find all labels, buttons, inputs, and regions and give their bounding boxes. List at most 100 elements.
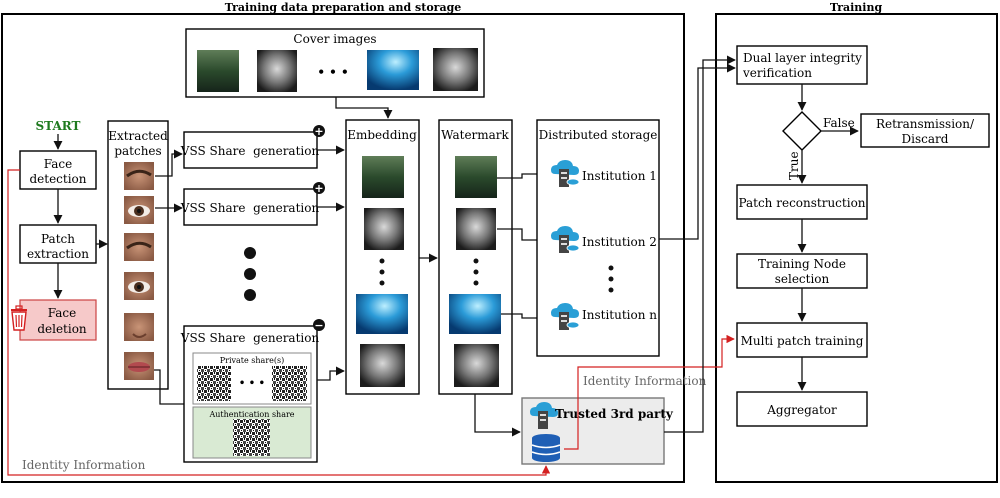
- prep-section-frame: [1, 13, 685, 483]
- patch-eye-2: [124, 272, 154, 300]
- identity-info-top-label: Identity Information: [583, 374, 707, 388]
- cloud-server-icon: [551, 303, 580, 330]
- cover-image-forest: [197, 50, 239, 92]
- minus-icon: [313, 319, 325, 331]
- retransmission-label-2: Discard: [902, 132, 949, 146]
- wm-to-trusted-arrow: [474, 394, 521, 437]
- storage-dot-3: [608, 287, 614, 293]
- cover-image-xray-1: [257, 50, 297, 92]
- extracted-patches-label: Extracted: [108, 129, 168, 143]
- database-icon: [531, 434, 561, 462]
- storage-dot-1: [608, 265, 614, 271]
- patch-reconstruction-box: [736, 184, 868, 220]
- false-label: False: [823, 116, 855, 130]
- plus-icon: [313, 125, 325, 137]
- patch-reconstruction-label: Patch reconstruction: [738, 196, 865, 210]
- patch1-to-vss1-arrow: [155, 149, 183, 177]
- training-node-box: [736, 253, 868, 289]
- plus-symbol-1: +: [314, 125, 323, 138]
- embedding-dot-2: [379, 269, 385, 275]
- vertical-dot-1: [244, 247, 256, 259]
- patch-eyebrow-1: [124, 162, 154, 190]
- trusted-third-party-label: Trusted 3rd party: [555, 407, 674, 421]
- distributed-storage-label: Distributed storage: [539, 128, 658, 142]
- cover-images-ellipsis: • • •: [317, 65, 348, 79]
- retransmission-label: Retransmission/: [876, 117, 975, 131]
- watermark-image-ocean: [449, 294, 501, 334]
- watermark-image-xray-1: [456, 208, 496, 250]
- identity-info-bottom-label: Identity Information: [22, 458, 146, 472]
- watermark-dot-2: [473, 269, 479, 275]
- cloud-server-icon: [551, 160, 580, 187]
- vss3-to-embed-arrow: [317, 366, 345, 381]
- patch-extraction-label: Patch: [41, 232, 75, 246]
- multi-patch-label: Multi patch training: [741, 334, 864, 348]
- institution-n-label: Institution n: [582, 308, 657, 322]
- private-share-ellipsis: • • •: [239, 378, 265, 389]
- cover-image-xray-2: [433, 48, 478, 91]
- plus-symbol-2: +: [314, 182, 323, 195]
- patch-extraction-label-2: extraction: [27, 247, 89, 261]
- private-share-qr-2: [272, 366, 307, 401]
- identity-line-bottom: [7, 169, 551, 476]
- storage-to-dual-arrow-1: [659, 63, 736, 240]
- face-detection-label: Face: [44, 157, 73, 171]
- dual-layer-label-2: verification: [742, 66, 812, 80]
- embedding-dot-3: [379, 280, 385, 286]
- patch-eye-1: [124, 196, 154, 224]
- patch-eyebrow-2: [124, 233, 154, 261]
- aggregator-box: [736, 391, 868, 427]
- watermark-image-forest: [455, 156, 497, 198]
- face-deletion-label-2: deletion: [37, 322, 87, 336]
- embedding-image-xray-2: [360, 344, 405, 387]
- vertical-dot-2: [244, 268, 256, 280]
- institution-1-label: Institution 1: [582, 169, 657, 183]
- watermark-dot-1: [473, 258, 479, 264]
- cover-to-embed-arrow: [335, 97, 393, 119]
- face-detection-box: [19, 150, 97, 190]
- prep-section-title: Training data preparation and storage: [225, 1, 462, 14]
- vss-share-3-label: VSS Share generation: [180, 331, 320, 345]
- embedding-image-xray-1: [364, 208, 404, 250]
- institution-2-label: Institution 2: [582, 235, 657, 249]
- training-section-title: Training: [830, 1, 883, 14]
- embedding-dot-1: [379, 258, 385, 264]
- face-deletion-label: Face: [48, 306, 77, 320]
- storage-dot-2: [608, 276, 614, 282]
- start-label: START: [36, 119, 81, 133]
- patch-nose: [124, 313, 154, 341]
- authentication-share-label: Authentication share: [208, 410, 294, 419]
- training-node-label-2: selection: [775, 272, 830, 286]
- watermark-label: Watermark: [441, 128, 509, 142]
- decision-diamond: [782, 111, 822, 151]
- patch6-to-shares-arrow: [154, 369, 193, 409]
- face-detection-label-2: detection: [29, 172, 86, 186]
- dual-layer-label: Dual layer integrity: [743, 51, 862, 65]
- cover-images-label: Cover images: [293, 32, 376, 46]
- extracted-patches-label-2: patches: [114, 144, 161, 158]
- watermark-image-xray-2: [454, 344, 499, 387]
- patch-lips: [124, 352, 154, 380]
- cloud-server-icon: [551, 226, 580, 253]
- trusted-to-dual-arrow: [664, 55, 736, 433]
- watermark-dot-3: [473, 280, 479, 286]
- embedding-image-forest: [362, 156, 404, 198]
- training-section-frame: [715, 13, 998, 483]
- embedding-image-ocean: [356, 294, 408, 334]
- private-share-qr-1: [197, 366, 231, 401]
- private-shares-label: Private share(s): [220, 356, 284, 365]
- retransmission-box: [860, 113, 990, 148]
- cover-image-ocean: [367, 50, 419, 90]
- vss-share-1-box: [183, 131, 318, 169]
- vertical-dot-3: [244, 289, 256, 301]
- aggregator-label: Aggregator: [766, 403, 837, 417]
- dual-layer-box: [736, 45, 868, 85]
- plus-icon: [313, 182, 325, 194]
- training-node-label: Training Node: [758, 257, 846, 271]
- true-label: True: [787, 151, 801, 180]
- vss-share-2-label: VSS Share generation: [180, 201, 320, 215]
- authentication-share-qr: [233, 419, 270, 456]
- trash-icon: [11, 305, 27, 331]
